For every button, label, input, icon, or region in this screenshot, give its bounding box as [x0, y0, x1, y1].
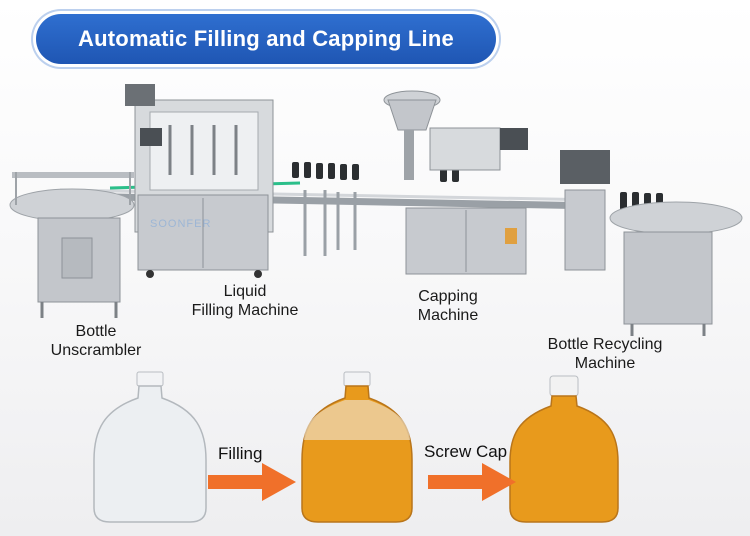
page-title: Automatic Filling and Capping Line	[36, 14, 496, 64]
capping-machine	[383, 90, 528, 275]
recycling-machine	[560, 150, 743, 336]
filling-step-label: Filling	[218, 444, 263, 463]
brand-watermark: SOONFER	[150, 218, 212, 230]
filler-label-line1: Liquid	[223, 283, 267, 300]
recycler-label: Bottle Recycling Machine	[530, 335, 680, 373]
arrow-icon	[428, 463, 516, 501]
capper-label-line1: Capping	[418, 288, 478, 305]
capped-bottle	[509, 375, 619, 523]
recycler-label-line2: Machine	[574, 355, 636, 372]
unscrambler-label-line1: Bottle	[75, 323, 117, 340]
unscrambler-label-line2: Unscrambler	[50, 342, 142, 359]
filled-bottle	[301, 371, 413, 523]
capper-label-line2: Machine	[417, 307, 479, 324]
filling-machine	[125, 84, 274, 278]
recycler-label-line1: Bottle Recycling	[547, 336, 663, 353]
capper-label: Capping Machine	[398, 287, 498, 325]
arrow-icon	[208, 463, 296, 501]
unscrambler-label: Bottle Unscrambler	[36, 322, 156, 360]
conveyor-stand	[303, 190, 357, 256]
screw-cap-step-label: Screw Cap	[424, 442, 508, 461]
filler-label-line2: Filling Machine	[191, 302, 299, 319]
empty-bottle	[93, 371, 207, 523]
unscrambler-machine	[9, 172, 135, 318]
filler-label: Liquid Filling Machine	[180, 282, 310, 320]
